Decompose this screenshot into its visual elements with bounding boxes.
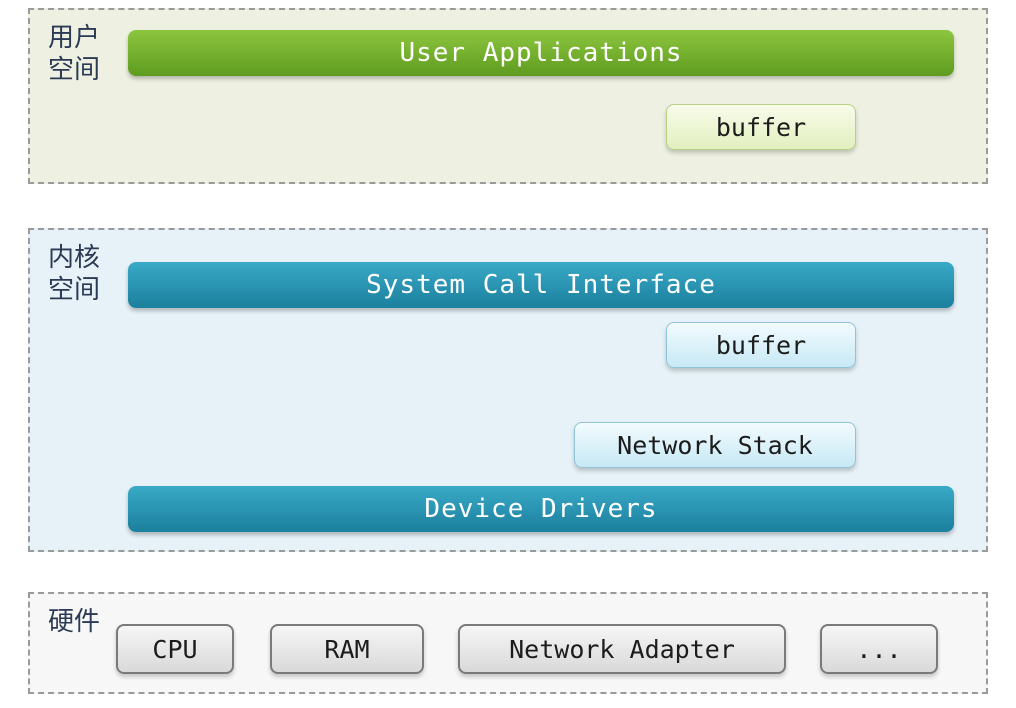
hardware-region: 硬件 CPU RAM Network Adapter ... xyxy=(28,592,988,694)
user-applications-bar: User Applications xyxy=(128,30,954,76)
system-call-interface-bar: System Call Interface xyxy=(128,262,954,308)
kernel-space-label: 内核 空间 xyxy=(48,243,101,305)
hardware-cpu-box: CPU xyxy=(116,624,234,674)
hardware-ram-box: RAM xyxy=(270,624,424,674)
hardware-network-adapter-box: Network Adapter xyxy=(458,624,786,674)
kernel-buffer-box: buffer xyxy=(666,322,856,368)
user-buffer-box: buffer xyxy=(666,104,856,150)
user-space-region: 用户 空间 User Applications buffer xyxy=(28,8,988,184)
device-drivers-bar: Device Drivers xyxy=(128,486,954,532)
hardware-label: 硬件 xyxy=(48,607,101,637)
network-stack-box: Network Stack xyxy=(574,422,856,468)
hardware-more-box: ... xyxy=(820,624,938,674)
kernel-space-region: 内核 空间 System Call Interface buffer Netwo… xyxy=(28,228,988,552)
user-space-label: 用户 空间 xyxy=(48,23,101,85)
